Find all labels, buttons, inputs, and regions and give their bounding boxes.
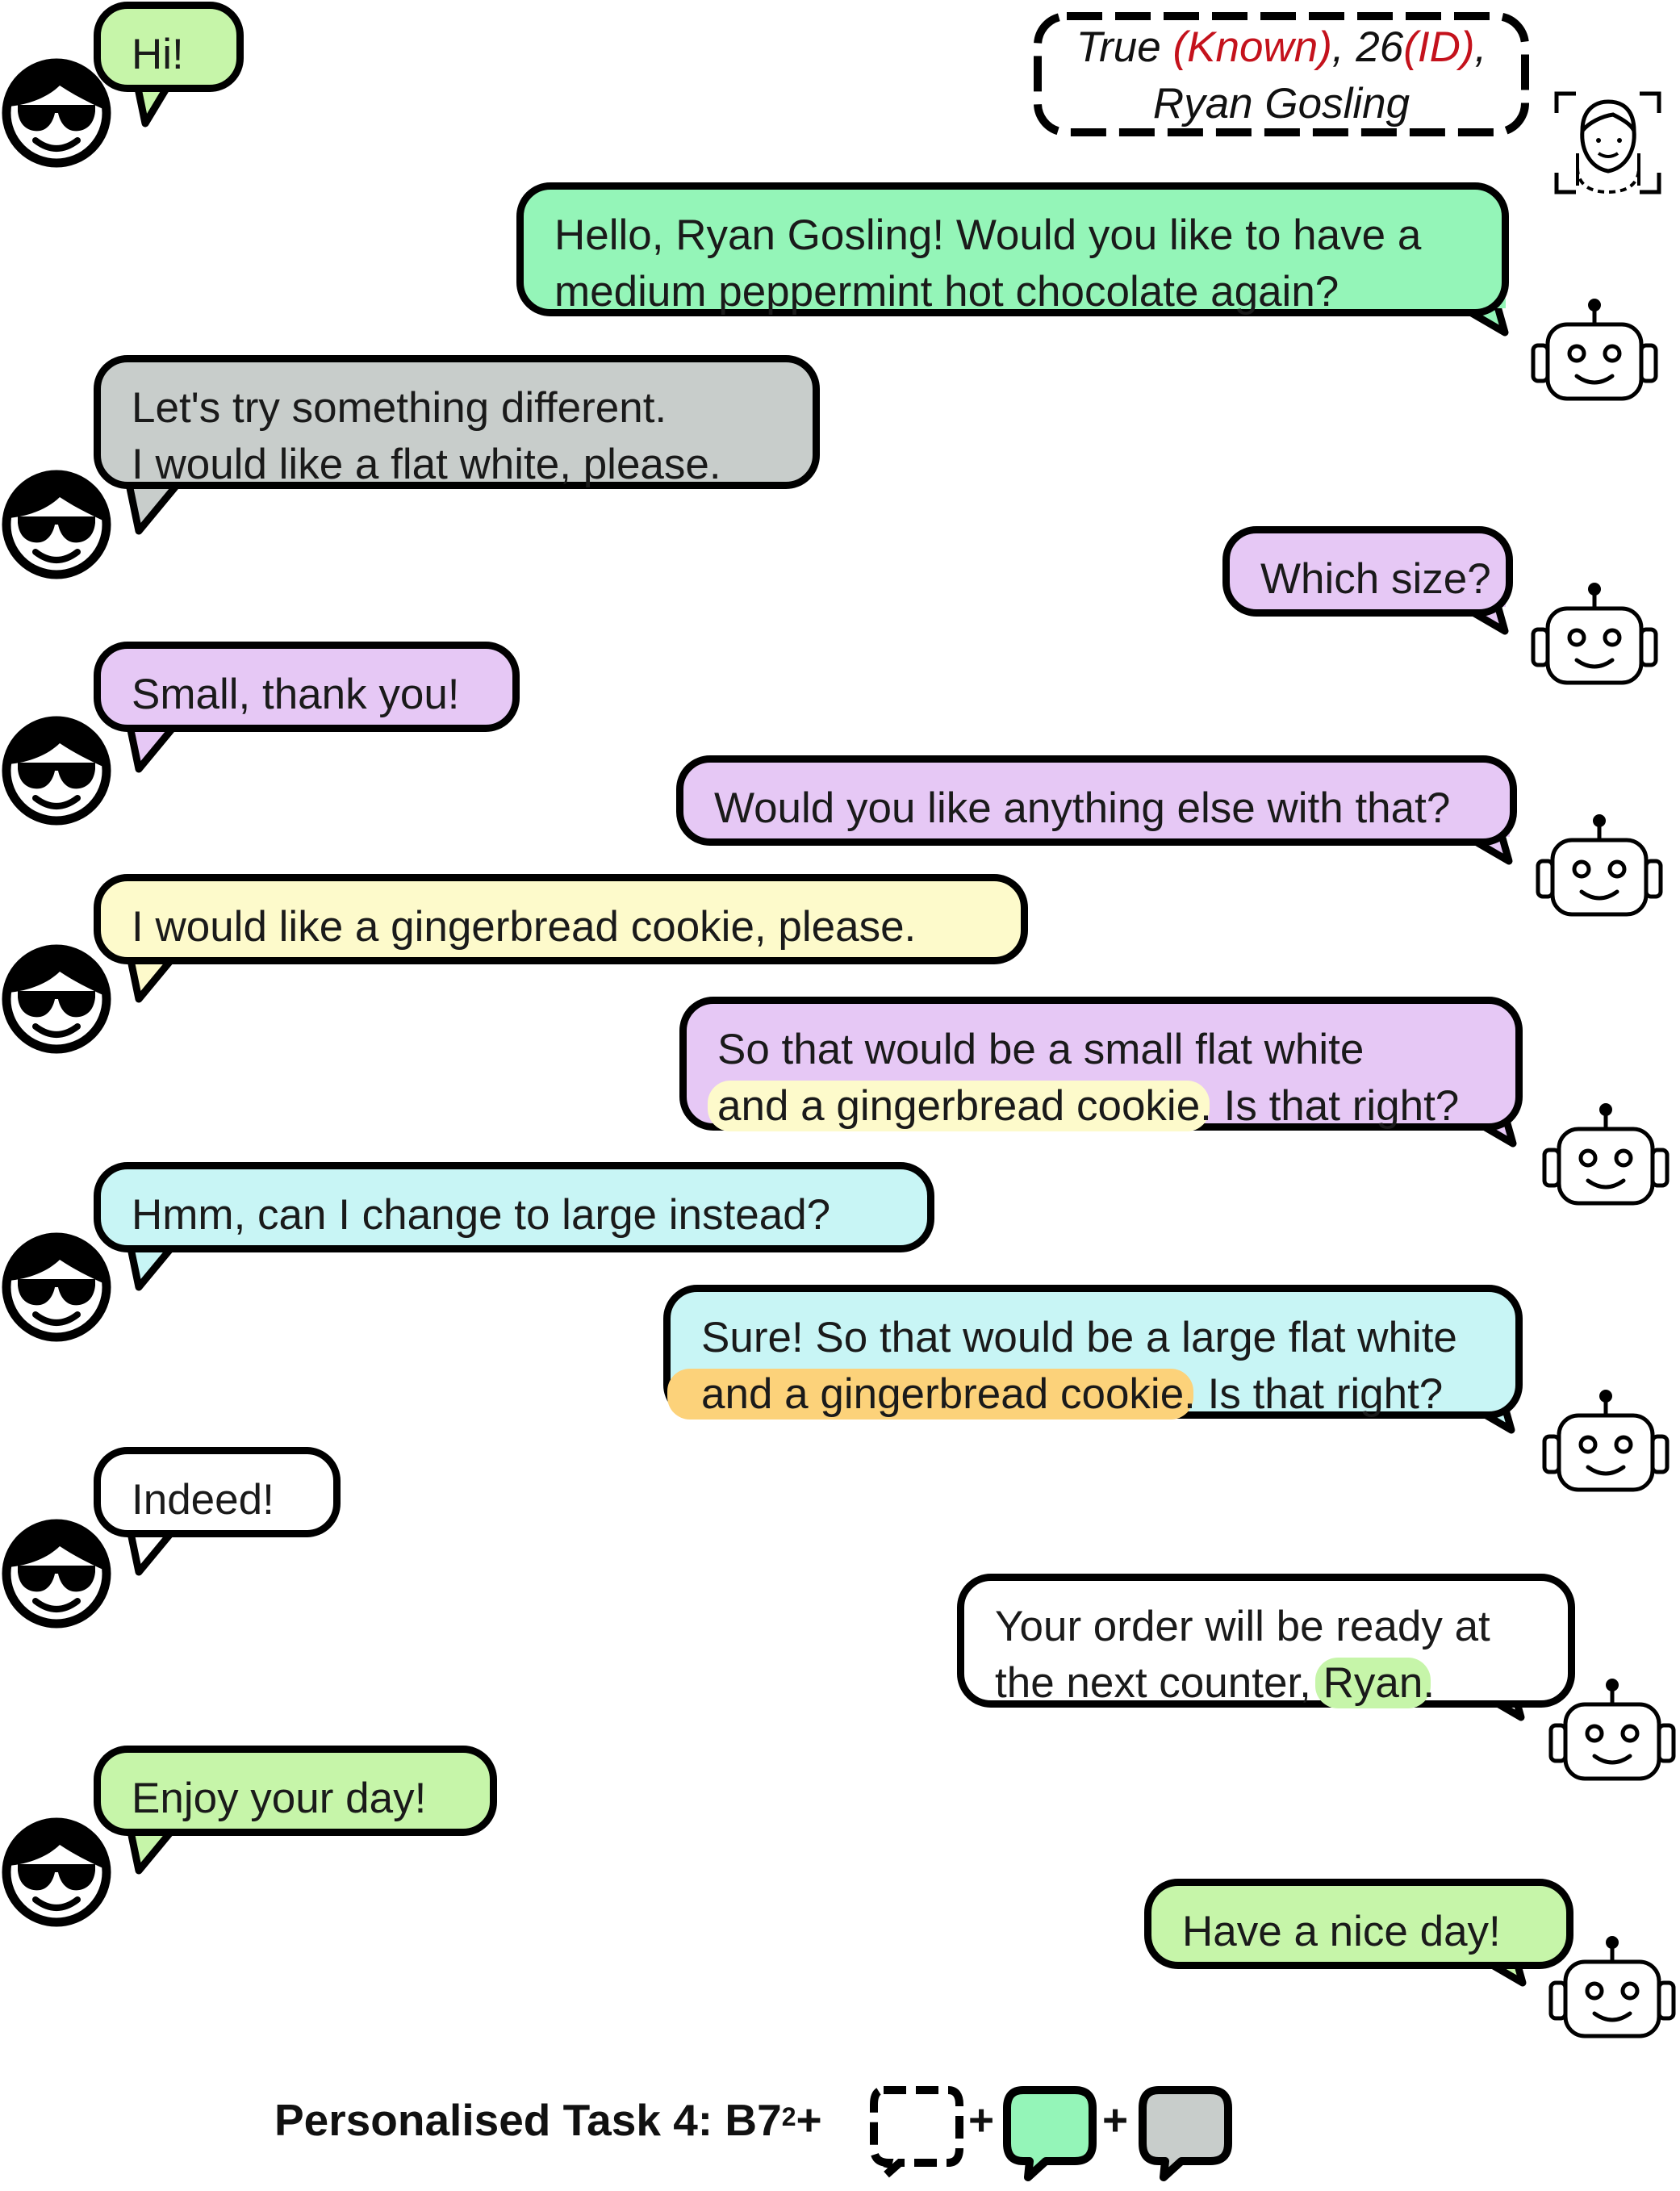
identity-name: Ryan Gosling	[1152, 80, 1410, 128]
caption-superscript: 2	[781, 2102, 796, 2131]
identity-status: True	[1076, 23, 1161, 71]
robot-icon	[1541, 1100, 1670, 1213]
message-text-rest: . Is that right?	[1200, 1082, 1460, 1130]
message-bubble: Enjoy your day!	[94, 1746, 497, 1836]
message-bubble: Indeed!	[94, 1447, 341, 1537]
message-text: Your order will be ready at	[995, 1603, 1490, 1650]
message-bubble: Your order will be ready at the next cou…	[957, 1574, 1575, 1708]
message-bubble: Would you like anything else with that?	[676, 755, 1517, 846]
user-avatar-icon	[0, 1517, 113, 1630]
message-bubble: Hi!	[94, 2, 244, 92]
message-text: I would like a gingerbread cookie, pleas…	[132, 903, 917, 951]
message-text: medium peppermint hot chocolate again?	[554, 268, 1339, 316]
message-text-rest: . Is that right?	[1184, 1370, 1444, 1418]
message-bubble: Which size?	[1222, 526, 1513, 617]
message-text: and a gingerbread cookie. Is that right?	[708, 1078, 1485, 1135]
message-bubble: So that would be a small flat white and …	[679, 997, 1523, 1131]
legend-plus: +	[1102, 2095, 1129, 2145]
highlighted-text: and a gingerbread cookie	[667, 1369, 1194, 1420]
user-avatar-icon	[0, 1231, 113, 1344]
robot-icon	[1548, 1933, 1677, 2046]
message-bubble: Sure! So that would be a large flat whit…	[663, 1285, 1523, 1420]
gray-bubble-icon	[1139, 2086, 1232, 2181]
message-text: Hi!	[132, 31, 184, 78]
message-text: and a gingerbread cookie. Is that right?	[667, 1366, 1485, 1423]
robot-icon	[1530, 579, 1659, 692]
user-avatar-icon	[0, 714, 113, 827]
message-text: Which size?	[1260, 555, 1491, 603]
user-avatar-icon	[0, 943, 113, 1056]
message-bubble: I would like a gingerbread cookie, pleas…	[94, 874, 1028, 964]
message-text: Let's try something different.	[132, 384, 667, 432]
message-text-rest: .	[1423, 1659, 1436, 1707]
identity-known: (Known)	[1172, 23, 1332, 71]
message-text: Sure! So that would be a large flat whit…	[701, 1314, 1457, 1361]
message-bubble: Hello, Ryan Gosling! Would you like to h…	[516, 182, 1509, 316]
face-recognition-icon	[1554, 91, 1661, 194]
robot-icon	[1530, 295, 1659, 408]
dashed-border	[1034, 12, 1529, 136]
message-text: Have a nice day!	[1182, 1908, 1501, 1955]
message-text: I would like a flat white, please.	[132, 441, 721, 488]
green-bubble-icon	[1003, 2086, 1097, 2181]
robot-icon	[1541, 1386, 1670, 1499]
message-bubble: Have a nice day!	[1144, 1879, 1573, 1969]
message-text: Would you like anything else with that?	[714, 784, 1451, 832]
message-text: Hello, Ryan Gosling! Would you like to h…	[554, 211, 1422, 259]
highlighted-name: Ryan	[1314, 1658, 1431, 1708]
identity-text: True (Known), 26(ID), Ryan Gosling	[1031, 19, 1532, 132]
caption: Personalised Task 4: B72+	[274, 2092, 822, 2148]
message-text-pre: the next counter,	[995, 1659, 1323, 1707]
legend-plus: +	[968, 2095, 995, 2145]
message-text: the next counter, Ryan.	[995, 1655, 1537, 1712]
identity-id-label: (ID)	[1403, 23, 1475, 71]
user-avatar-icon	[0, 56, 113, 169]
message-text: Indeed!	[132, 1476, 274, 1524]
caption-label: Personalised Task 4: B7	[274, 2095, 782, 2145]
identity-id-number: 26	[1356, 23, 1404, 71]
message-bubble: Small, thank you!	[94, 642, 520, 732]
message-text: Small, thank you!	[132, 671, 460, 718]
message-text: So that would be a small flat white	[717, 1026, 1364, 1073]
caption-plus: +	[796, 2095, 822, 2145]
identity-box: True (Known), 26(ID), Ryan Gosling	[1031, 10, 1532, 139]
robot-icon	[1535, 811, 1664, 924]
message-bubble: Let's try something different. I would li…	[94, 355, 820, 489]
robot-icon	[1548, 1675, 1677, 1788]
highlighted-text: and a gingerbread cookie	[708, 1081, 1210, 1131]
dashed-bubble-icon	[870, 2086, 963, 2188]
message-bubble: Hmm, can I change to large instead?	[94, 1162, 934, 1252]
user-avatar-icon	[0, 468, 113, 581]
identity-sep: ,	[1331, 23, 1356, 71]
user-avatar-icon	[0, 1816, 113, 1929]
message-text: Enjoy your day!	[132, 1775, 427, 1822]
identity-sep-2: ,	[1474, 23, 1487, 71]
message-text: Hmm, can I change to large instead?	[132, 1191, 831, 1239]
